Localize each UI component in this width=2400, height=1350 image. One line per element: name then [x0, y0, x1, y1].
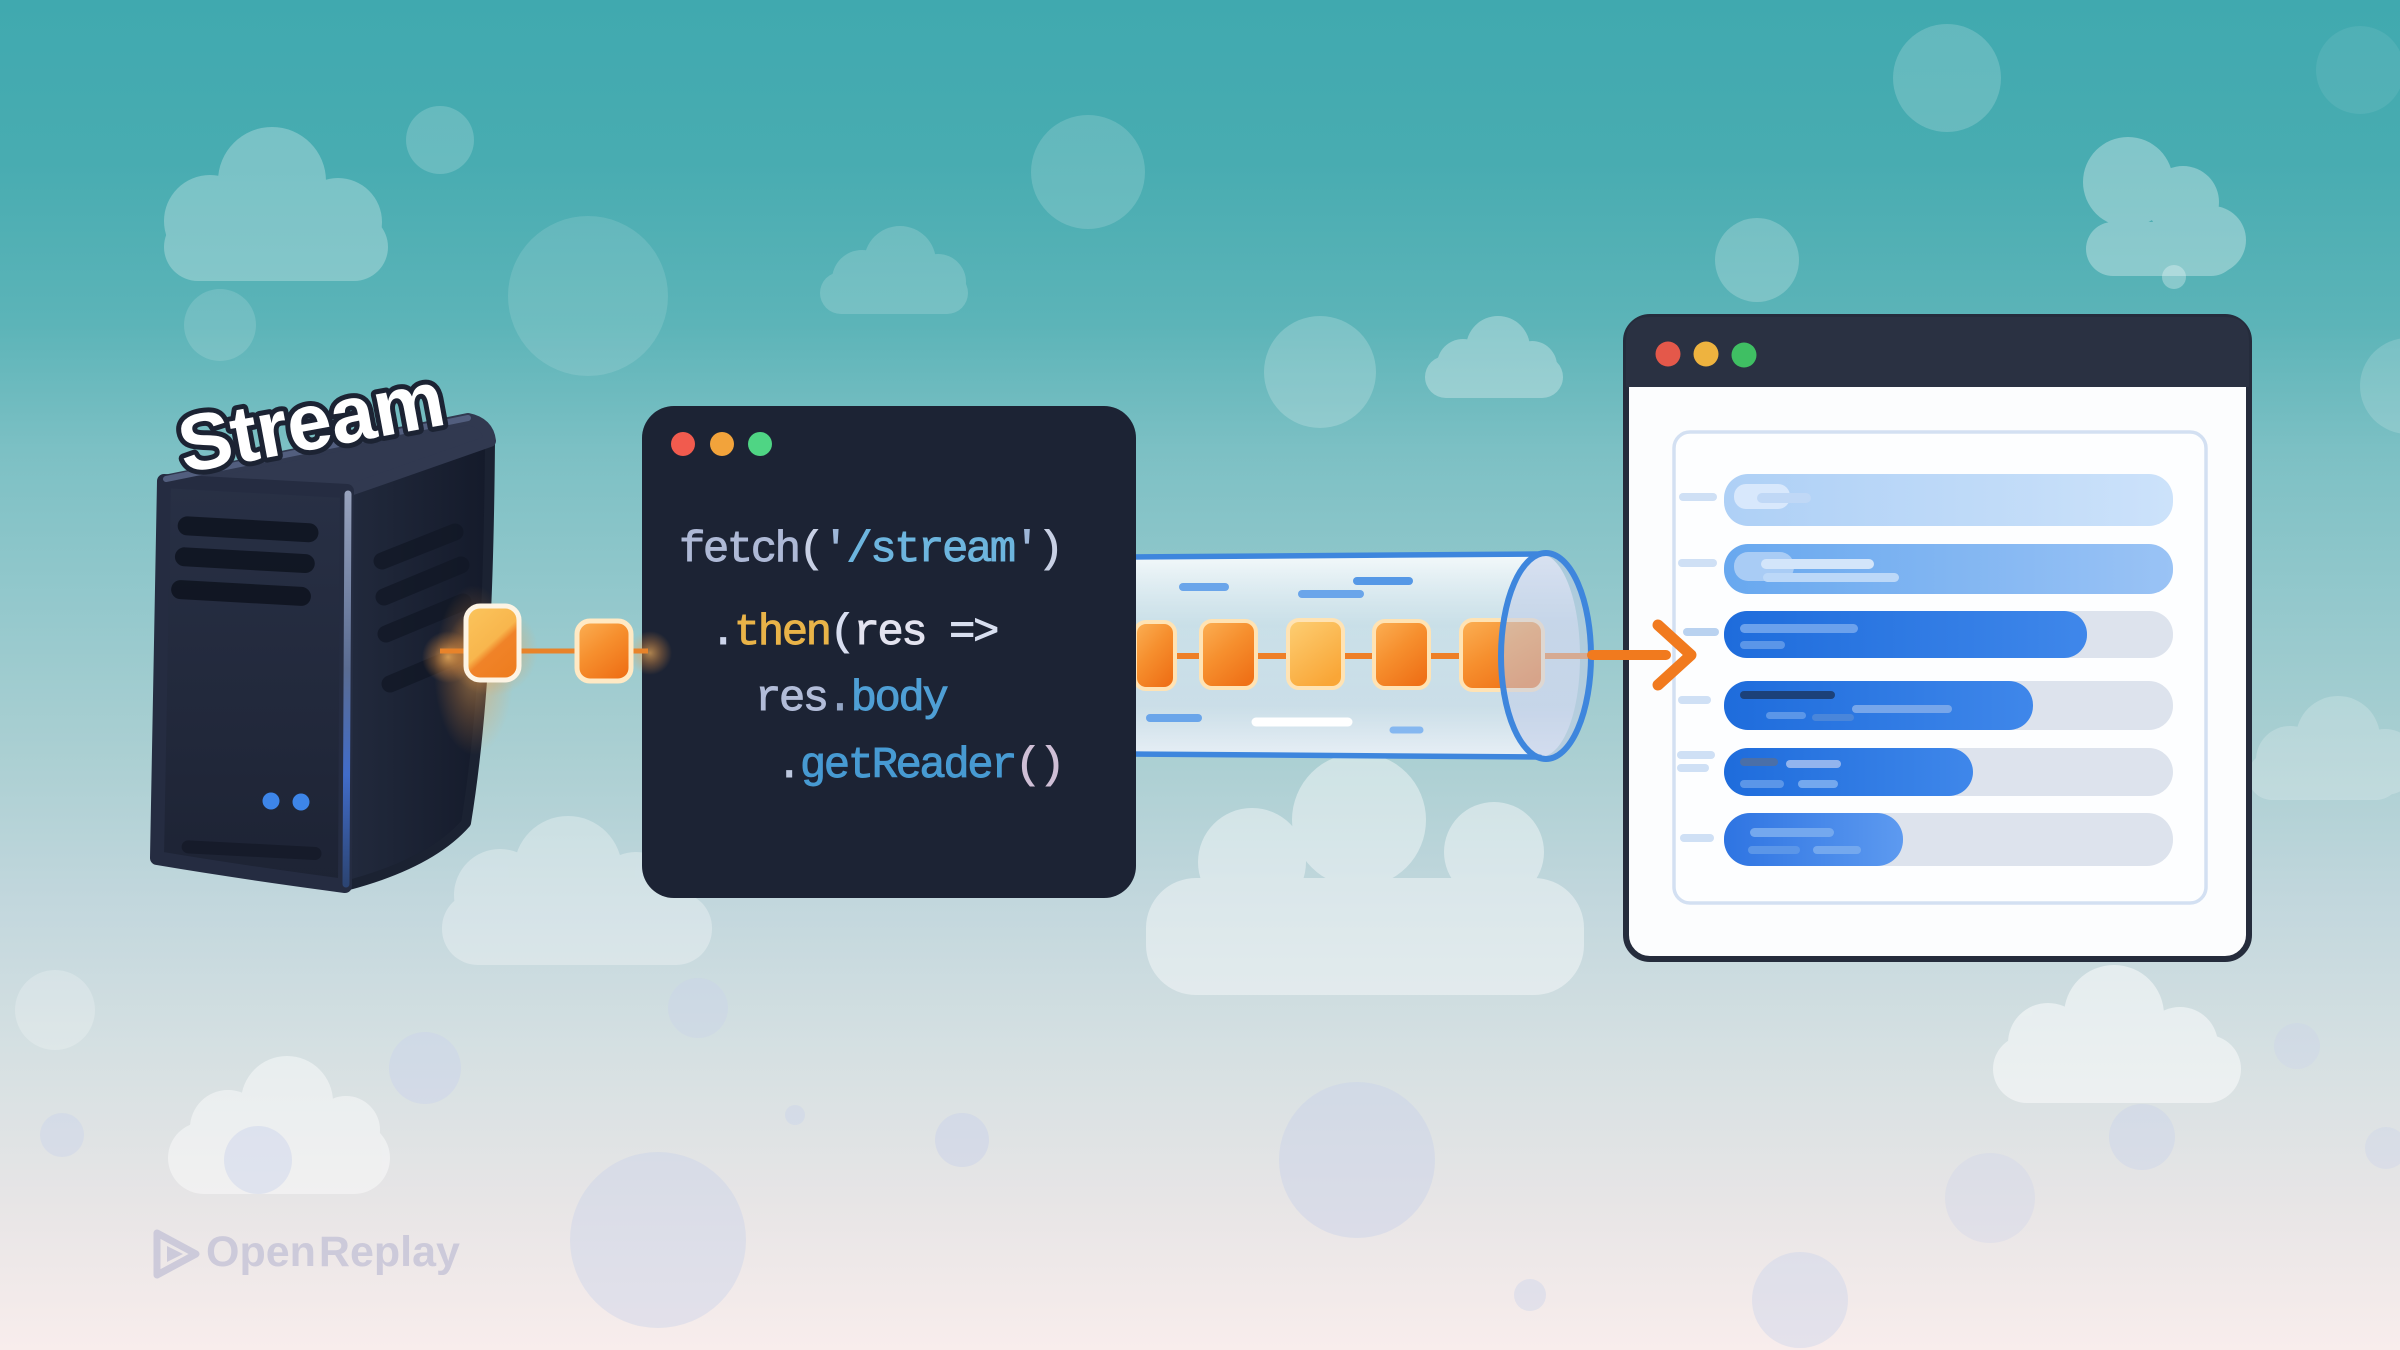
svg-text:.then(res =>: .then(res => [710, 608, 997, 658]
svg-text:fetch('/stream'): fetch('/stream') [679, 525, 1062, 575]
svg-text:.getReader(): .getReader() [776, 741, 1063, 791]
svg-text:OpenReplay: OpenReplay [206, 1228, 460, 1276]
svg-text:res.body: res.body [755, 674, 947, 724]
